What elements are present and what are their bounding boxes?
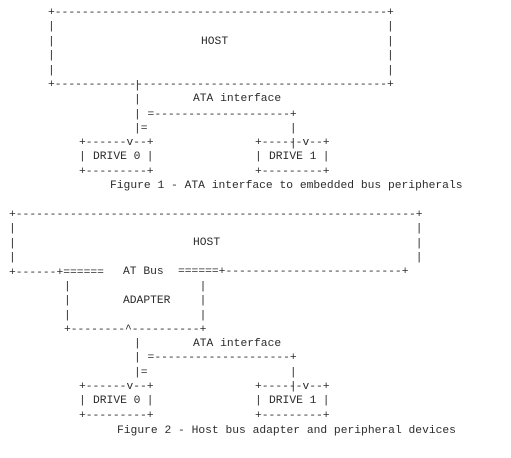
figure2-adapter-box: | | | | | | +--------^----------+ xyxy=(64,281,207,337)
figure2-drive1-box: +------v--+ | | +---------+ xyxy=(255,381,330,422)
figure2-bus-line-right: ======+--------------------------+ xyxy=(178,266,409,278)
figure2-interface-label: ATA interface xyxy=(193,338,282,350)
figure2-host-label: HOST xyxy=(193,237,221,249)
figure1-host-box: +---------------------------------------… xyxy=(48,7,394,92)
figure2-drive1-label: DRIVE 1 xyxy=(269,395,317,407)
figure1-caption: Figure 1 - ATA interface to embedded bus… xyxy=(110,180,463,192)
figure1-bus-connector: | | | =--------------------+ |= | | xyxy=(134,80,297,150)
figure2-caption: Figure 2 - Host bus adapter and peripher… xyxy=(117,425,456,437)
figure2-bus-connector: | | =--------------------+ |= | | xyxy=(134,338,297,394)
figure1-interface-label: ATA interface xyxy=(193,93,282,105)
figure2-drive0-label: DRIVE 0 xyxy=(93,395,141,407)
figure1-drive0-label: DRIVE 0 xyxy=(93,151,141,163)
figure2-host-box: +---------------------------------------… xyxy=(9,209,423,279)
figure1-host-label: HOST xyxy=(201,36,229,48)
figure2-drive0-box: +------v--+ | | +---------+ xyxy=(79,381,154,422)
figure1-drive0-box: +------v--+ | | +---------+ xyxy=(79,137,154,178)
figure2-bus-label: AT Bus xyxy=(123,266,164,278)
figure1-drive1-label: DRIVE 1 xyxy=(269,151,317,163)
figure1-drive1-box: +------v--+ | | +---------+ xyxy=(255,137,330,178)
figure2-adapter-label: ADAPTER xyxy=(123,295,171,307)
